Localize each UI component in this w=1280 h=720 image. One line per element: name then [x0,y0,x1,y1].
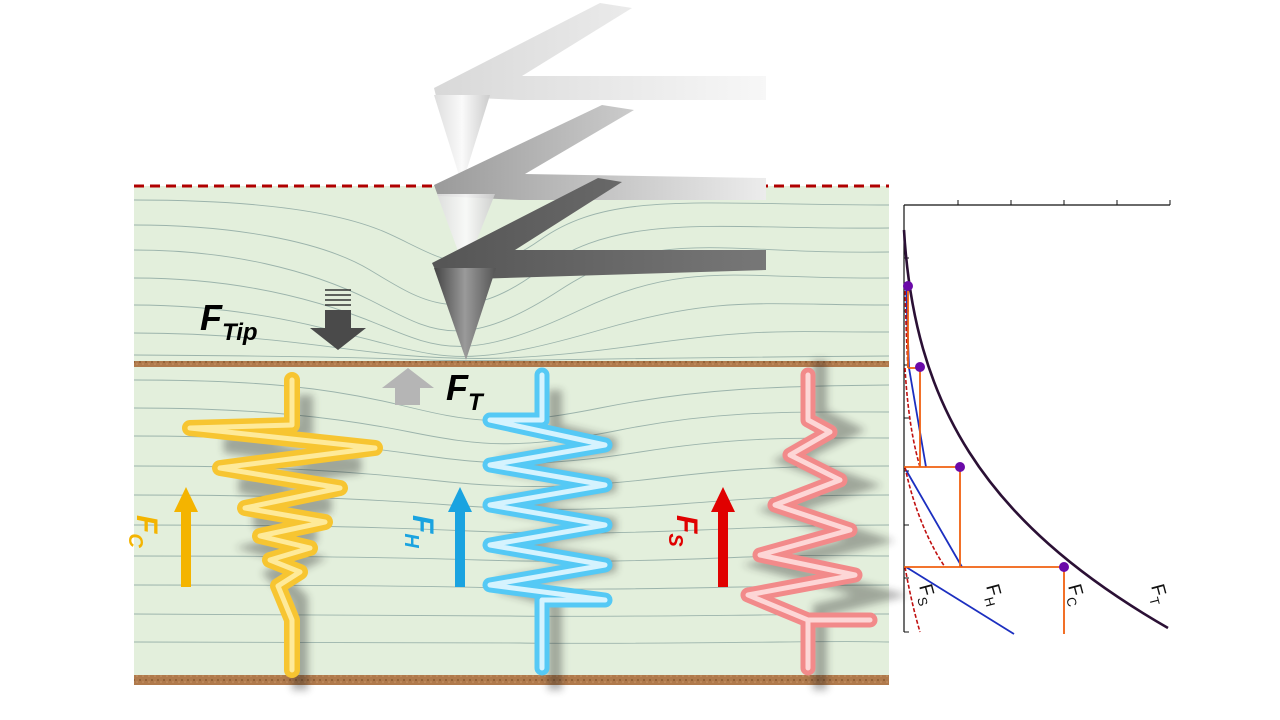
compression-force-lines [904,286,1065,634]
force-arrow-icon [310,289,366,350]
steric-force-curves [904,284,946,633]
force-arrow-icon [174,487,198,587]
equilibrium-points [903,281,1069,572]
force-arrow-icon [711,487,735,587]
force-arrow-icon [448,487,472,587]
spring-icon [482,367,613,676]
force-curves-graph: FS FH FC FT [902,200,1171,635]
f-s-label: FS [664,515,703,547]
f-t-label: FT [446,367,485,416]
graph-label-fs: FS [911,582,940,608]
f-c-label: FC [124,515,163,548]
afm-cantilever-icon [432,3,766,360]
f-tip-label: FTip [200,297,258,346]
spring-icon [740,367,878,676]
force-arrow-icon [382,368,434,405]
top-membrane [134,361,889,367]
spring-icon [182,372,383,678]
f-h-label: FH [400,515,439,548]
hydrostatic-force-lines [905,284,1015,635]
bottom-membrane [134,675,889,685]
graph-label-ft: FT [1143,582,1171,607]
total-force-curve [902,229,1169,630]
graph-label-fc: FC [1060,582,1089,608]
graph-label-fh: FH [978,582,1007,608]
